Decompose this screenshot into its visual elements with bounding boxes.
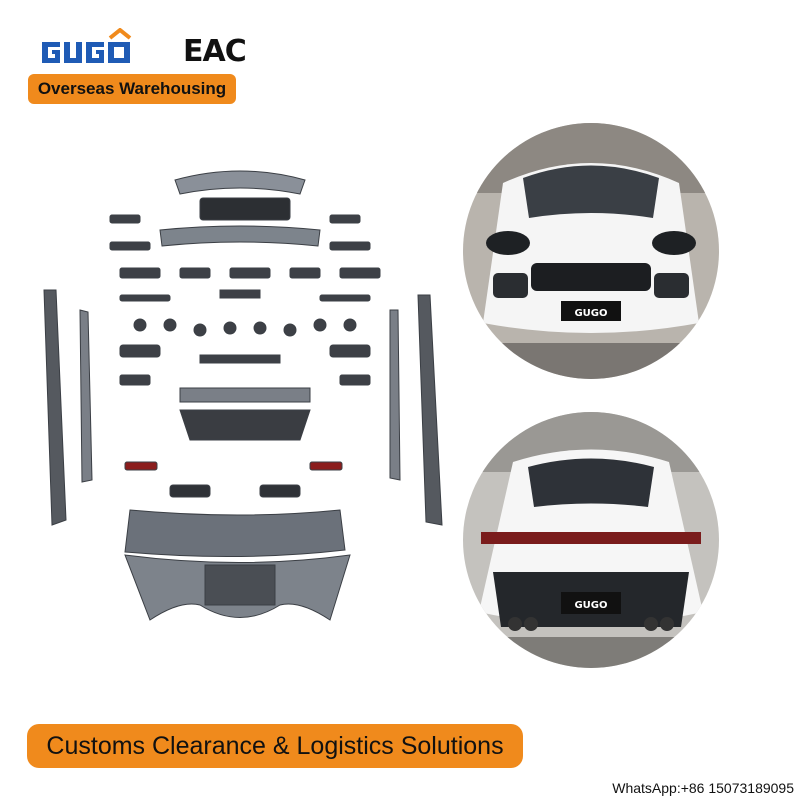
rear-plate-text: GUGO xyxy=(574,600,607,611)
eac-certification-mark: EAC xyxy=(183,34,247,69)
whatsapp-contact: WhatsApp:+86 15073189095 xyxy=(612,780,794,796)
body-kit-parts-image xyxy=(43,170,443,621)
overseas-warehousing-badge: Overseas Warehousing xyxy=(28,74,236,104)
customs-logistics-badge: Customs Clearance & Logistics Solutions xyxy=(27,724,523,768)
rear-car-photo: GUGO xyxy=(463,412,719,668)
brand-logo xyxy=(40,27,136,75)
front-car-photo: GUGO xyxy=(463,123,719,379)
front-plate-text: GUGO xyxy=(574,308,607,319)
